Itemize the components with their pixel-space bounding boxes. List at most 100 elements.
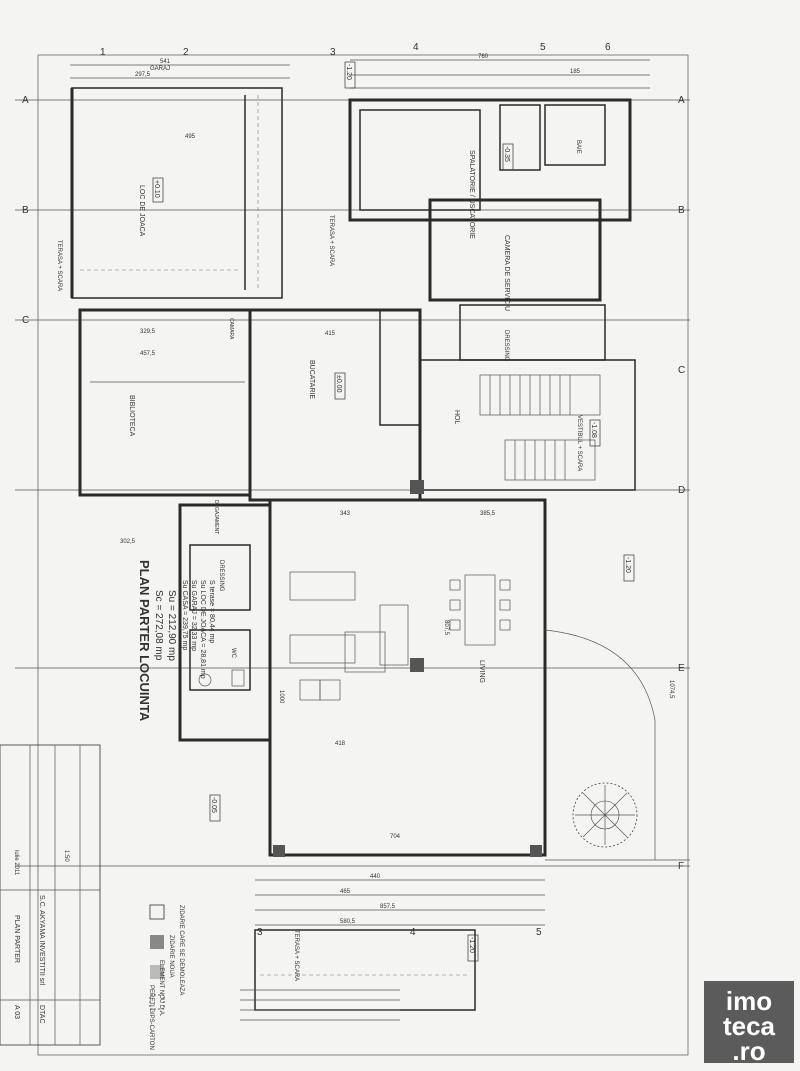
svg-text:185: 185 xyxy=(570,69,581,75)
svg-text:302,5: 302,5 xyxy=(120,539,136,545)
title-block: S.C. AKYAMA INVESTITII srl PLAN PARTER A… xyxy=(0,744,101,1046)
bottom-terrace-stairs xyxy=(240,929,476,1021)
legend-item-2: ZIDARIE NOUA xyxy=(168,935,174,978)
room-label-dressing-2: DRESSING xyxy=(218,560,224,592)
svg-text:440: 440 xyxy=(370,874,381,880)
drawing-frame xyxy=(37,54,689,1056)
hol-vestibul-walls xyxy=(419,359,636,491)
grid-letters: A B C A B C D E F xyxy=(22,95,685,872)
service-block-walls xyxy=(348,98,632,361)
svg-text:E: E xyxy=(678,663,685,674)
grid-letter-b: B xyxy=(22,205,29,216)
plan-area-line-2: Su GARAJ = 32,33 mp xyxy=(190,580,197,651)
top-dimension-lines: 541 297,5 760 185 xyxy=(70,54,650,89)
room-label-biblioteca: BIBLIOTECA xyxy=(128,395,135,437)
room-label-loc-joaca: LOC DE JOACA xyxy=(138,185,145,237)
degajament-walls xyxy=(178,503,272,742)
svg-text:6: 6 xyxy=(605,42,611,53)
svg-text:1: 1 xyxy=(100,47,106,58)
bucatarie-walls xyxy=(248,308,422,502)
svg-text:343: 343 xyxy=(340,511,351,517)
svg-text:580,5: 580,5 xyxy=(340,919,356,925)
svg-text:B: B xyxy=(678,205,685,216)
title-sheet: A 03 xyxy=(13,1005,20,1019)
room-label-camera-serviciu: CAMERA DE SERVICIU xyxy=(503,235,510,311)
title-date: iulie 2011 xyxy=(13,850,19,876)
level-right: -1.20 xyxy=(624,557,631,573)
legend-item-4: PERETI GIPS-CARTON xyxy=(148,985,154,1050)
legend-item-1: ZIDARIE CARE SE DEMOLEAZA xyxy=(178,905,184,995)
grid-numbers: 1 2 3 4 5 6 3 4 5 xyxy=(100,42,611,938)
svg-text:541: 541 xyxy=(160,59,171,65)
legend-item-3: ELEMENT NOU D.A. xyxy=(158,960,164,1017)
svg-text:465: 465 xyxy=(340,889,351,895)
svg-text:F: F xyxy=(678,861,684,872)
room-label-spalatorie: SPALATORIE / USCATORIE xyxy=(468,150,475,239)
plan-sc: Sc = 272,08 mp xyxy=(153,590,164,661)
level-spalatorie: -0.35 xyxy=(503,146,510,162)
svg-text:3: 3 xyxy=(257,927,263,938)
svg-text:495: 495 xyxy=(185,134,196,140)
svg-text:807,5: 807,5 xyxy=(443,620,449,636)
svg-text:760: 760 xyxy=(478,54,489,60)
svg-text:704: 704 xyxy=(390,834,401,840)
svg-text:A: A xyxy=(678,95,685,106)
level-degajament: -0.05 xyxy=(210,797,217,813)
svg-text:385,5: 385,5 xyxy=(480,511,496,517)
room-label-dressing-1: DRESSING xyxy=(503,330,509,362)
plan-title: PLAN PARTER LOCUINTA xyxy=(137,560,152,722)
svg-text:1074,5: 1074,5 xyxy=(668,680,674,699)
living-furniture xyxy=(289,571,511,701)
svg-text:5: 5 xyxy=(536,927,542,938)
plan-area-line-1: Su CASA = 239,75 mp xyxy=(181,580,188,650)
level-vestibul: -1.08 xyxy=(590,422,597,438)
svg-text:C: C xyxy=(678,365,685,376)
svg-text:5: 5 xyxy=(540,42,546,53)
title-phase: DTAC xyxy=(38,1005,45,1024)
room-label-baie-1: BAIE xyxy=(575,140,581,154)
room-label-degajament: DEGAJAMENT xyxy=(213,500,219,534)
living-walls xyxy=(268,480,547,857)
level-top: -1.20 xyxy=(345,64,352,80)
level-loc-joaca: +0.10 xyxy=(153,180,160,198)
svg-text:415: 415 xyxy=(325,331,336,337)
title-drawing: PLAN PARTER xyxy=(13,915,20,963)
bottom-dimension-lines: 440 465 857,5 580,5 xyxy=(255,874,545,926)
room-label-terasa-scara-2: TERASA + SCARA xyxy=(328,215,334,266)
level-bucatarie: ±0.00 xyxy=(335,375,342,393)
svg-text:4: 4 xyxy=(413,42,419,53)
room-label-terasa-scara-1: TERASA + SCARA xyxy=(56,240,62,291)
plan-su: Su = 212,90 mp xyxy=(166,590,177,661)
svg-text:2: 2 xyxy=(183,47,189,58)
room-label-terasa-scara-3: TERASA + SCARA xyxy=(293,930,299,981)
biblioteca-walls xyxy=(78,308,252,497)
terrace-area xyxy=(544,629,690,861)
svg-text:297,5: 297,5 xyxy=(135,72,151,78)
level-bottom: -1.20 xyxy=(468,937,475,953)
grid-letter-a: A xyxy=(22,95,29,106)
svg-text:3: 3 xyxy=(330,47,336,58)
svg-text:329,5: 329,5 xyxy=(140,329,156,335)
grid-letter-c: C xyxy=(22,315,29,326)
room-label-hol: HOL xyxy=(453,410,460,425)
title-scale: 1:50 xyxy=(63,850,69,862)
room-label-living: LIVING xyxy=(478,660,485,683)
svg-text:418: 418 xyxy=(335,741,346,747)
room-label-wc: WC xyxy=(230,648,236,659)
svg-text:1000: 1000 xyxy=(278,690,284,704)
legend: ZIDARIE CARE SE DEMOLEAZA ZIDARIE NOUA E… xyxy=(148,904,184,1050)
svg-text:857,5: 857,5 xyxy=(380,904,396,910)
title-company: S.C. AKYAMA INVESTITII srl xyxy=(38,895,45,986)
garage-walls xyxy=(70,87,283,299)
svg-text:4: 4 xyxy=(410,927,416,938)
tree-symbol xyxy=(572,782,638,848)
svg-text:457,5: 457,5 xyxy=(140,351,156,357)
plan-title-block: PLAN PARTER LOCUINTA Sc = 272,08 mp Su =… xyxy=(137,560,215,722)
room-label-bucatarie: BUCATARIE xyxy=(308,360,315,399)
plan-area-line-4: S terase = 80,44 mp xyxy=(208,580,215,643)
plan-area-line-3: Su LOC DE JOACA = 28,81 mp xyxy=(199,580,206,679)
imoteca-watermark-logo: imo teca .ro xyxy=(704,981,794,1064)
room-label-camara: CAMARA xyxy=(228,318,234,340)
